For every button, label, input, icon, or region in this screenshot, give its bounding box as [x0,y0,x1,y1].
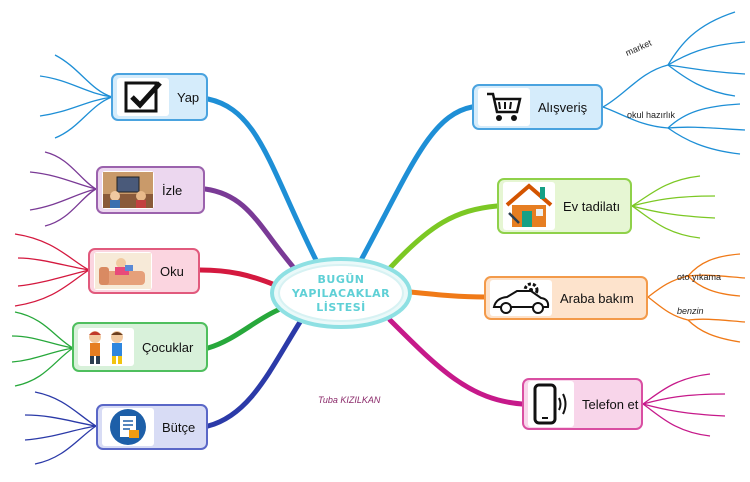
tv-family-icon [102,171,154,209]
branch-label: Bütçe [162,419,196,435]
house-repair-icon [503,182,555,230]
subtopic-oto-yikama[interactable]: oto yıkama [677,272,722,282]
branch-label: Telefon et [582,396,639,412]
branch-cocuklar[interactable]: Çocuklar [72,322,208,372]
branch-label: Ev tadilatı [563,198,621,214]
branch-label: Oku [160,263,184,279]
branch-label: Alışveriş [538,99,588,115]
checkmark-icon [117,78,169,116]
budget-icon [102,408,154,446]
branch-label: İzle [162,182,183,198]
branch-telefon-et[interactable]: Telefon et [522,378,643,430]
subtopic-okul-hazirlik[interactable]: okul hazırlık [627,110,676,120]
subtopic-benzin[interactable]: benzin [677,306,704,316]
reading-icon [94,252,152,290]
shopping-cart-icon [478,88,530,126]
branch-izle[interactable]: İzle [96,166,205,214]
branch-label: Araba bakım [560,290,634,306]
branch-label: Yap [177,89,200,105]
branch-oku[interactable]: Oku [88,248,200,294]
children-icon [78,328,134,366]
branch-butce[interactable]: Bütçe [96,404,208,450]
author-credit: Tuba KIZILKAN [318,395,381,405]
branch-araba-bakim[interactable]: Araba bakım [484,276,648,320]
branch-label: Çocuklar [142,339,194,355]
car-service-icon [490,280,552,316]
branch-alisveris[interactable]: Alışveriş [472,84,603,130]
branch-ev-tadilati[interactable]: Ev tadilatı [497,178,632,234]
phone-icon [528,381,574,427]
branch-yap[interactable]: Yap [111,73,208,121]
central-topic[interactable]: BUGÜN YAPILACAKLAR LİSTESİ [291,273,391,314]
